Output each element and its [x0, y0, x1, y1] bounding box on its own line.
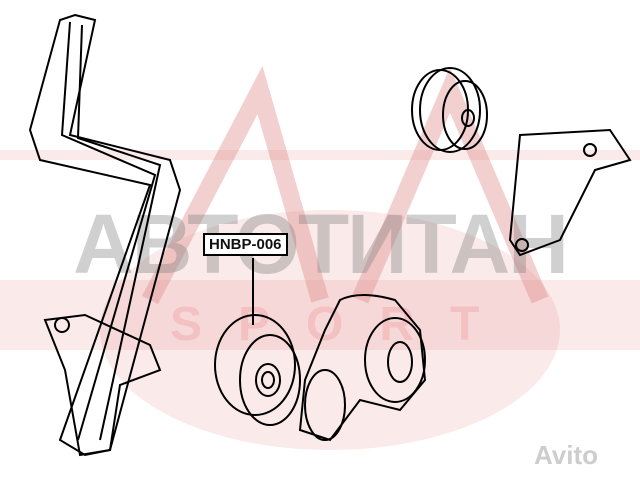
grooved-pulley: [411, 67, 488, 153]
mounting-bracket: [508, 128, 632, 257]
watermark-text: АВТОТИТАН: [73, 197, 569, 291]
belt-tensioner: [298, 294, 427, 442]
avito-watermark: Avito: [534, 440, 599, 470]
svg-text:SPORT: SPORT: [170, 298, 515, 351]
idler-pulley: [214, 314, 301, 426]
serpentine-belt: [28, 13, 182, 457]
part-number-label: HNBP-006: [203, 233, 288, 256]
lower-bracket: [43, 313, 162, 457]
